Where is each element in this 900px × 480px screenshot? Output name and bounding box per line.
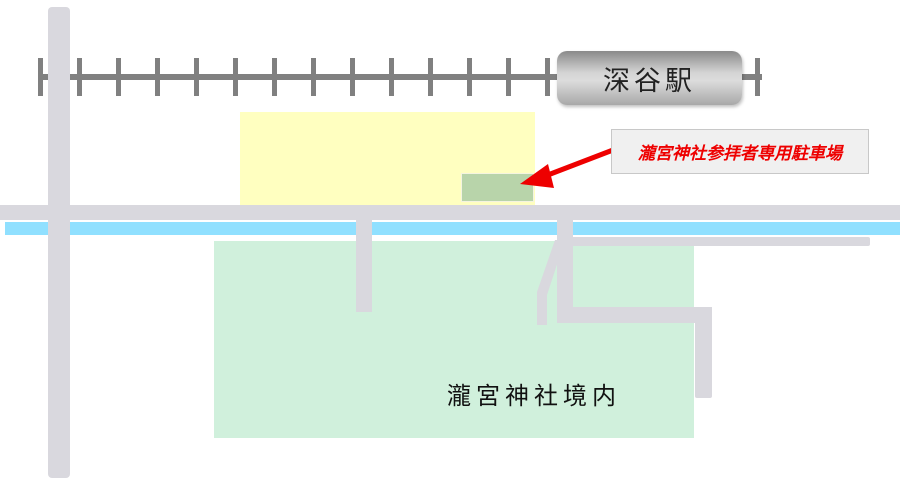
parking-callout: 瀧宮神社参拝者専用駐車場 — [611, 129, 869, 174]
main-road-vertical — [48, 7, 70, 478]
precinct-road-vertical — [557, 210, 573, 320]
railway-line — [40, 74, 762, 80]
rail-tick — [272, 58, 277, 96]
side-road-east — [570, 237, 870, 246]
rail-tick — [155, 58, 160, 96]
arrow-icon — [520, 147, 614, 188]
rail-tick — [467, 58, 472, 96]
rail-tick — [755, 58, 760, 96]
river — [5, 222, 900, 235]
precinct-label: 瀧宮神社境内 — [447, 382, 621, 410]
rail-tick — [428, 58, 433, 96]
precinct-road-east — [695, 307, 712, 398]
rail-tick — [233, 58, 238, 96]
parking-lot[interactable] — [461, 173, 534, 202]
rail-tick — [506, 58, 511, 96]
station-marker[interactable]: 深谷駅 — [557, 51, 742, 105]
station-label: 深谷駅 — [603, 65, 696, 97]
rail-tick — [38, 58, 43, 96]
rail-tick — [77, 58, 82, 96]
rail-tick — [194, 58, 199, 96]
parking-callout-label: 瀧宮神社参拝者専用駐車場 — [638, 144, 842, 164]
rail-tick — [350, 58, 355, 96]
rail-tick — [116, 58, 121, 96]
approach-road — [356, 210, 372, 312]
diagonal-road — [537, 240, 565, 325]
rail-tick — [311, 58, 316, 96]
rail-tick — [545, 58, 550, 96]
main-road-horizontal — [0, 205, 900, 220]
precinct-road-horizontal — [557, 307, 712, 323]
rail-tick — [389, 58, 394, 96]
shrine-precinct-area — [214, 241, 694, 438]
